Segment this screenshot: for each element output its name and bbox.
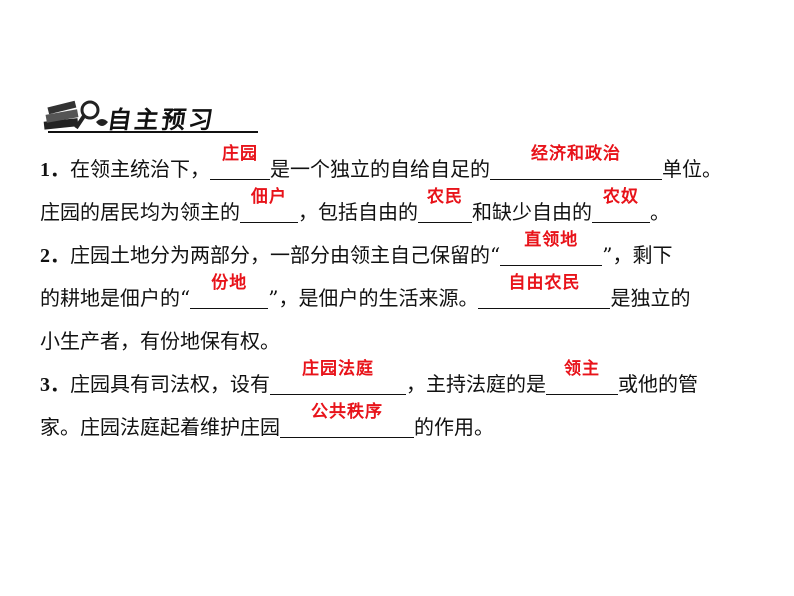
- answer-text: 领主: [564, 359, 600, 379]
- answer-blank: 经济和政治: [490, 144, 662, 180]
- question-text: 的作用。: [414, 415, 494, 439]
- answer-blank: 领主: [546, 359, 618, 395]
- question-text: 庄园的居民均为领主的: [40, 200, 240, 224]
- question-2-line-2: 的耕地是佃户的“ 份地 ”，是佃户的生活来源。 自由农民是独立的: [40, 273, 770, 320]
- question-text: 庄园具有司法权，设有: [70, 372, 270, 396]
- question-text: 的耕地是佃户的“: [40, 286, 191, 310]
- question-text: 或他的管: [618, 372, 698, 396]
- question-1-line-2: 庄园的居民均为领主的佃户 ，包括自由的农民和缺少自由的农奴。: [40, 187, 770, 234]
- section-header: 自主预习: [40, 98, 258, 136]
- question-number: 3．: [40, 374, 70, 396]
- question-text: 和缺少自由的: [472, 200, 592, 224]
- question-text: 是一个独立的自给自足的: [270, 157, 490, 181]
- question-2-line-1: 2．庄园土地分为两部分，一部分由领主自己保留的“ 直领地 ”，剩下: [40, 230, 770, 277]
- answer-blank: 庄园: [210, 144, 270, 180]
- question-text: 在领主统治下，: [70, 157, 210, 181]
- answer-blank: 自由农民: [478, 273, 611, 309]
- exercise-content: 1．在领主统治下， 庄园是一个独立的自给自足的 经济和政治单位。 庄园的居民均为领主…: [40, 144, 770, 449]
- question-text: 。: [650, 200, 670, 224]
- answer-text: 庄园: [222, 144, 258, 164]
- answer-blank: 直领地: [500, 230, 603, 266]
- header-divider: [48, 131, 258, 133]
- answer-text: 佃户: [251, 187, 287, 207]
- question-3-line-1: 3．庄园具有司法权，设有 庄园法庭 ，主持法庭的是领主或他的管: [40, 359, 770, 406]
- answer-blank: 庄园法庭: [270, 359, 406, 395]
- answer-blank: 农奴: [592, 187, 650, 223]
- answer-blank: 份地: [190, 273, 269, 309]
- question-text: ，包括自由的: [298, 200, 418, 224]
- answer-text: 自由农民: [508, 273, 581, 293]
- question-text: 小生产者，有份地保有权。: [40, 329, 280, 353]
- answer-text: 直领地: [524, 230, 579, 250]
- answer-text: 农民: [427, 187, 463, 207]
- question-text: ”，是佃户的生活来源。: [268, 286, 479, 310]
- question-3-line-2: 家。庄园法庭起着维护庄园 公共秩序的作用。: [40, 402, 770, 449]
- question-number: 2．: [40, 245, 70, 267]
- answer-text: 经济和政治: [531, 144, 621, 164]
- question-text: 庄园土地分为两部分，一部分由领主自己保留的“: [70, 243, 501, 267]
- answer-blank: 佃户: [240, 187, 298, 223]
- question-2-line-3: 小生产者，有份地保有权。: [40, 320, 770, 363]
- section-title: 自主预习: [105, 106, 218, 134]
- answer-text: 公共秩序: [311, 402, 383, 422]
- question-1-line-1: 1．在领主统治下， 庄园是一个独立的自给自足的 经济和政治单位。: [40, 144, 770, 191]
- answer-blank: 公共秩序: [280, 402, 414, 438]
- question-text: 是独立的: [610, 286, 691, 310]
- question-text: ，主持法庭的是: [406, 372, 546, 396]
- answer-blank: 农民: [418, 187, 472, 223]
- answer-text: 庄园法庭: [302, 359, 374, 379]
- question-number: 1．: [40, 159, 70, 181]
- question-text: 家。庄园法庭起着维护庄园: [40, 415, 280, 439]
- answer-text: 份地: [211, 273, 248, 293]
- question-text: ”，剩下: [602, 243, 673, 267]
- question-text: 单位。: [662, 157, 722, 181]
- answer-text: 农奴: [603, 187, 639, 207]
- books-and-magnifier-icon: [43, 100, 108, 130]
